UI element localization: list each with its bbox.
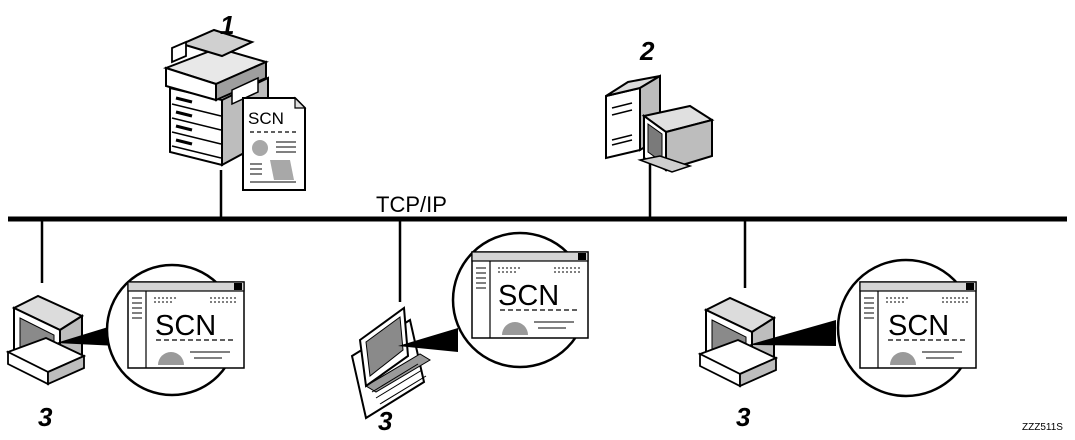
screen-label-left: SCN — [155, 310, 216, 342]
scanned-document: SCN — [242, 96, 307, 191]
callout-3-left: 3 — [38, 402, 53, 432]
callout-1: 1 — [220, 10, 234, 40]
screen-label-right: SCN — [888, 310, 949, 342]
client-laptop — [350, 306, 431, 420]
figure-code: ZZZ511S — [1022, 422, 1063, 433]
callout-3-right: 3 — [736, 402, 751, 432]
server-computer — [605, 74, 715, 173]
network-label: TCP/IP — [376, 192, 447, 217]
screen-magnifier-laptop: SCN — [451, 231, 589, 369]
screen-magnifier-left: SCN — [105, 263, 245, 397]
screen-magnifier-right: SCN — [836, 258, 977, 398]
callout-2: 2 — [639, 36, 655, 66]
callout-3-middle: 3 — [378, 406, 393, 436]
document-label: SCN — [248, 109, 284, 128]
client-desktop-left — [5, 294, 87, 386]
screen-label-laptop: SCN — [498, 280, 559, 312]
client-desktop-right — [697, 296, 779, 388]
